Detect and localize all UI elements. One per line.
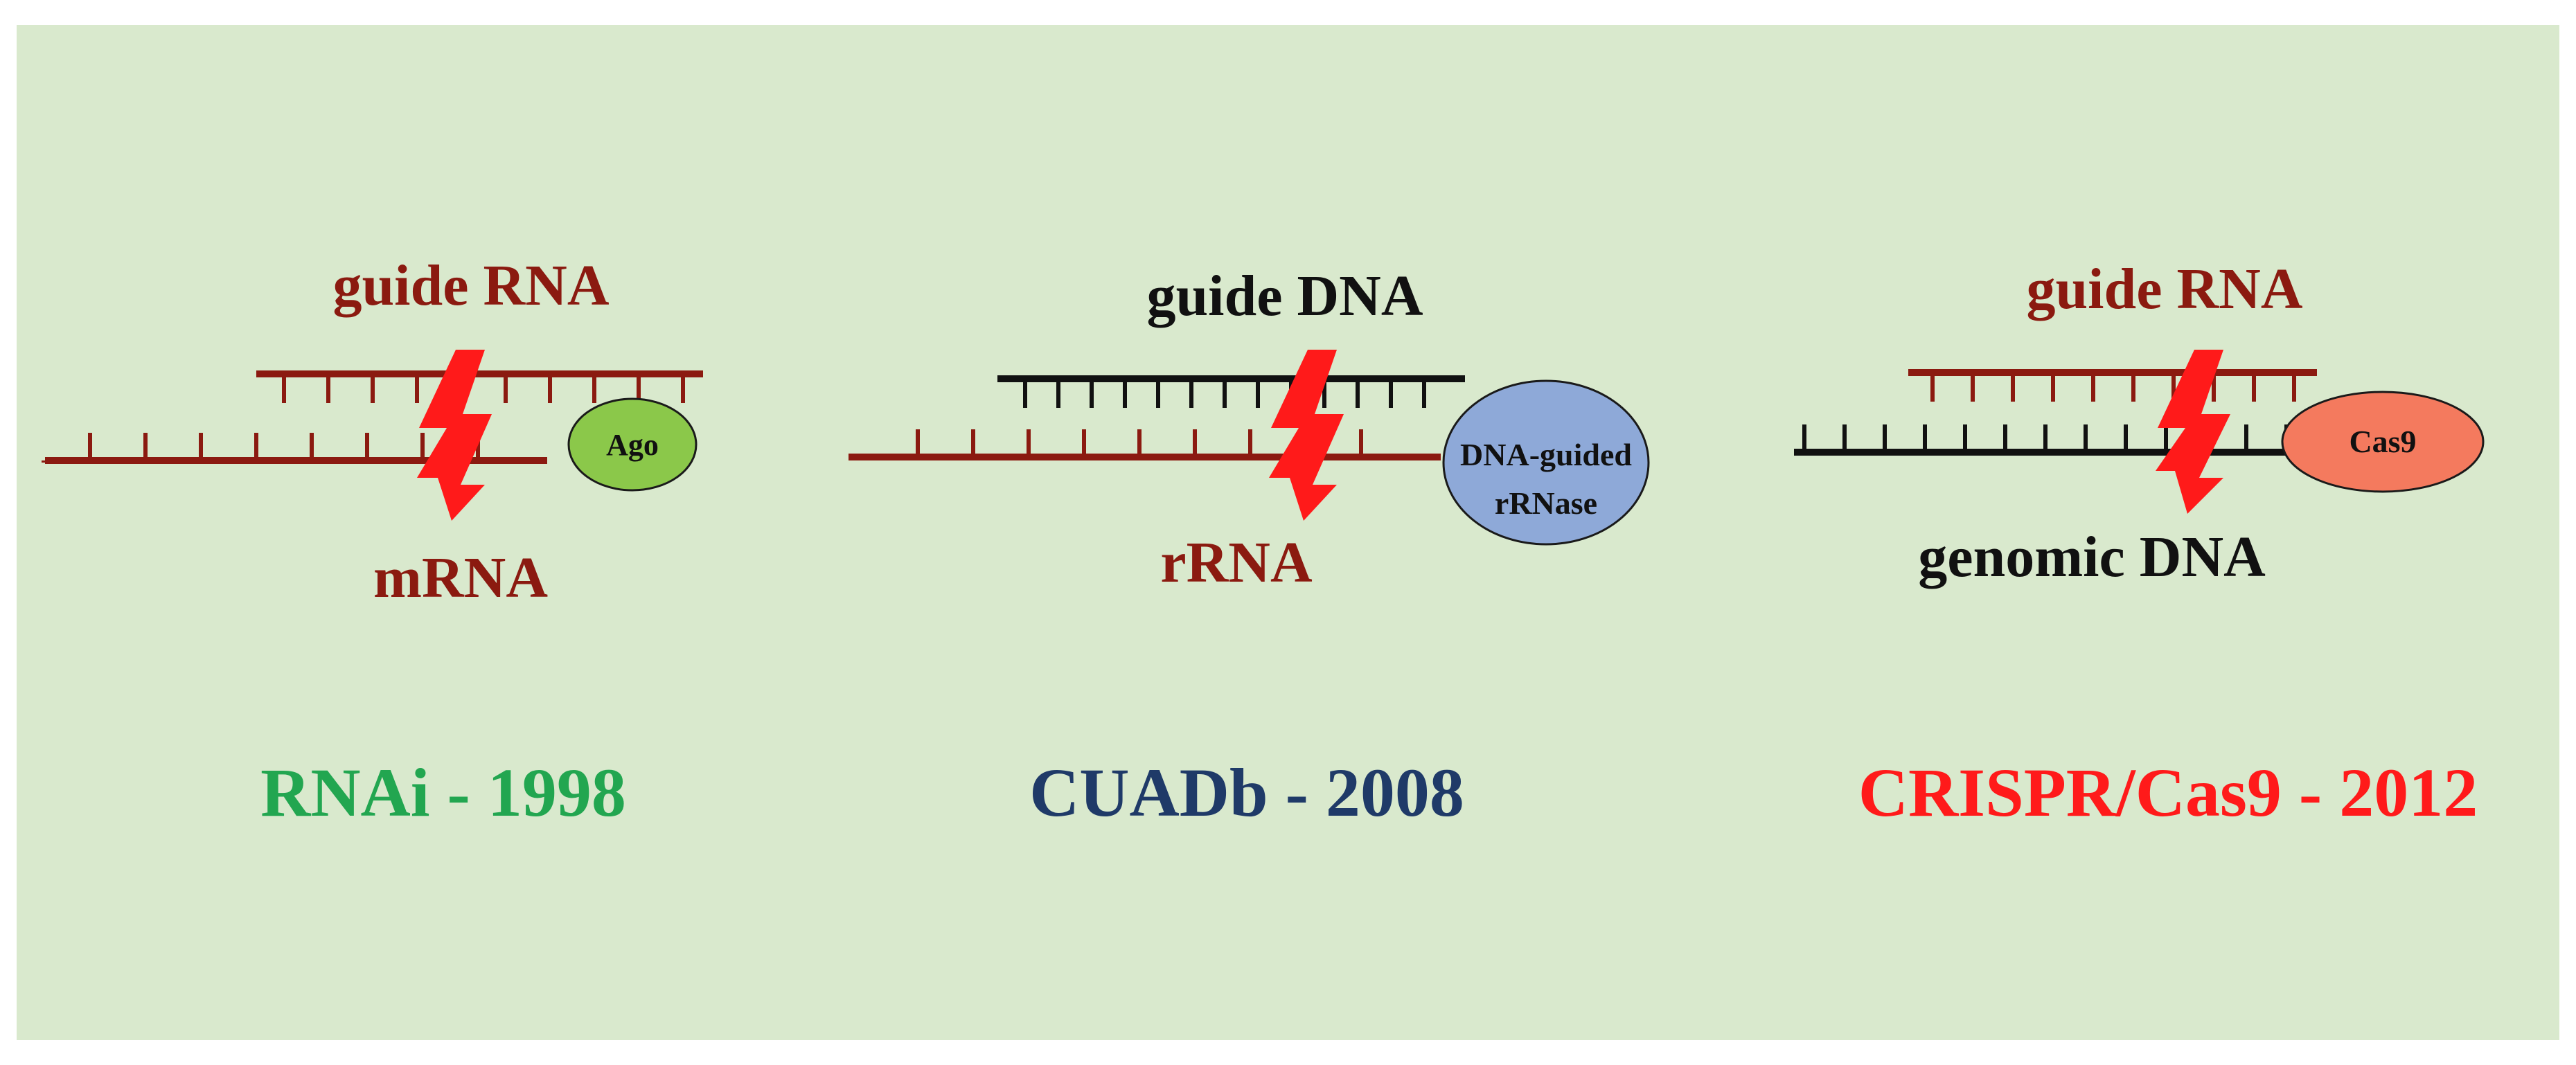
mrna-label: mRNA [373,546,548,610]
cas9-enzyme: Cas9 [2281,391,2485,493]
crispr-caption: CRISPR/Cas9 - 2012 [1858,754,2478,831]
cleavage-bolt-icon [2156,350,2230,514]
genomic-dna-label: genomic DNA [1918,525,2266,589]
rrna-label: rRNA [1160,530,1313,595]
cuadb-caption: CUADb - 2008 [1029,754,1464,831]
cas9-label: Cas9 [2349,424,2416,459]
rrna-strand [849,429,1441,460]
guide-rna-label: guide RNA [2026,257,2302,321]
diagram-background [17,25,2559,1040]
rrnase-label-line1: DNA-guided [1460,437,1632,472]
dna-guided-rrnase-enzyme: DNA-guided rRNase [1442,379,1650,546]
panel-cuadb: DNA-guided rRNase guide DNA rRNA CUADb -… [849,264,1650,831]
panel-rnai: Ago guide RNA mRNA RNAi - 1998 [42,253,703,831]
ago-enzyme: Ago [567,397,698,492]
ago-label: Ago [606,428,659,462]
cleavage-bolt-icon [1269,350,1344,521]
guide-dna-strand [997,375,1465,408]
cleavage-bolt-icon [417,350,492,521]
rnai-caption: RNAi - 1998 [260,754,626,831]
guide-rna-label: guide RNA [332,253,609,318]
guide-rna-strand [1908,369,2317,402]
panel-crispr: Cas9 guide RNA genomic DNA CRISPR/Cas9 -… [1794,257,2485,831]
genomic-dna-strand [1794,424,2307,456]
guide-dna-label: guide DNA [1146,264,1423,328]
rrnase-label-line2: rRNase [1495,485,1597,521]
